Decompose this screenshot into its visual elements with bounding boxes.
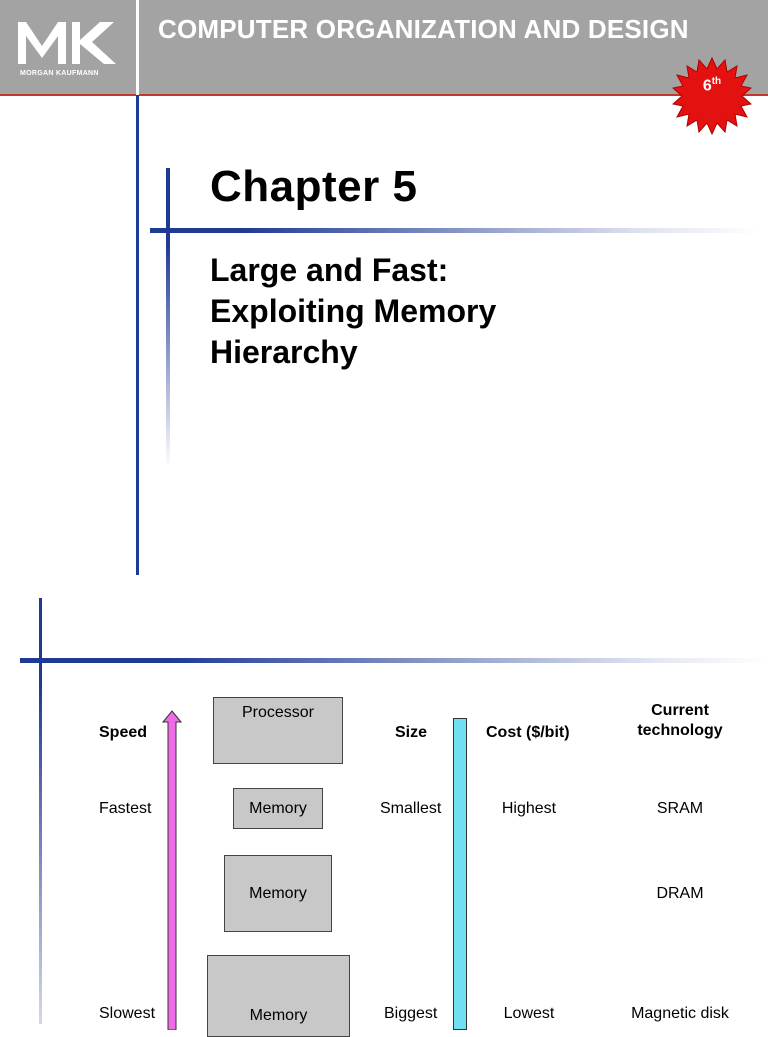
size-smallest: Smallest [380, 800, 442, 817]
cost-lowest: Lowest [503, 1005, 555, 1022]
edition-label: 6th [672, 76, 752, 95]
header-divider [0, 94, 768, 96]
memory-label: Memory [249, 884, 307, 902]
vertical-rule [39, 598, 42, 1024]
processor-label: Processor [241, 703, 315, 721]
chapter-title: Chapter 5 [210, 162, 418, 211]
edition-badge: 6th [672, 56, 752, 136]
speed-fastest: Fastest [99, 800, 152, 817]
technology-header-line2: technology [637, 722, 723, 739]
memory-box-l2: Memory [224, 855, 332, 932]
mk-logo-icon [18, 22, 116, 64]
memory-hierarchy-slide: Speed Size Cost ($/bit) Current technolo… [0, 582, 768, 1037]
starburst-icon [672, 56, 752, 136]
memory-box-l3: Memory [207, 955, 350, 1037]
vertical-rule [136, 95, 139, 575]
publisher-name: MORGAN KAUFMANN [20, 70, 99, 77]
accent-horizontal [20, 658, 768, 663]
publisher-logo: MORGAN KAUFMANN [0, 0, 138, 95]
book-title: COMPUTER ORGANIZATION AND DESIGN [158, 14, 689, 44]
title-slide: MORGAN KAUFMANN COMPUTER ORGANIZATION AN… [0, 0, 768, 575]
accent-horizontal [150, 228, 760, 233]
subtitle-line: Hierarchy [210, 334, 358, 370]
subtitle-line: Exploiting Memory [210, 293, 497, 329]
logo-divider [136, 0, 139, 95]
tech-magnetic-disk: Magnetic disk [631, 1005, 729, 1022]
technology-header-line1: Current [651, 702, 709, 719]
memory-label: Memory [249, 799, 307, 817]
speed-slowest: Slowest [99, 1005, 156, 1022]
tech-dram: DRAM [656, 885, 704, 902]
memory-box-l1: Memory [233, 788, 323, 829]
memory-label: Memory [249, 1007, 308, 1024]
cost-header: Cost ($/bit) [486, 724, 570, 741]
chapter-subtitle: Large and Fast: Exploiting Memory Hierar… [210, 250, 730, 373]
edition-number: 6 [702, 77, 712, 95]
accent-vertical [166, 168, 170, 468]
size-header: Size [395, 724, 428, 741]
speed-arrow-icon [162, 710, 182, 1030]
processor-box: Processor [213, 697, 343, 764]
tech-sram: SRAM [656, 800, 704, 817]
speed-header: Speed [99, 724, 148, 741]
edition-suffix: th [711, 76, 722, 87]
subtitle-line: Large and Fast: [210, 252, 449, 288]
size-biggest: Biggest [384, 1005, 438, 1022]
size-bar [453, 718, 467, 1030]
header-bar [0, 0, 768, 95]
cost-highest: Highest [501, 800, 557, 817]
